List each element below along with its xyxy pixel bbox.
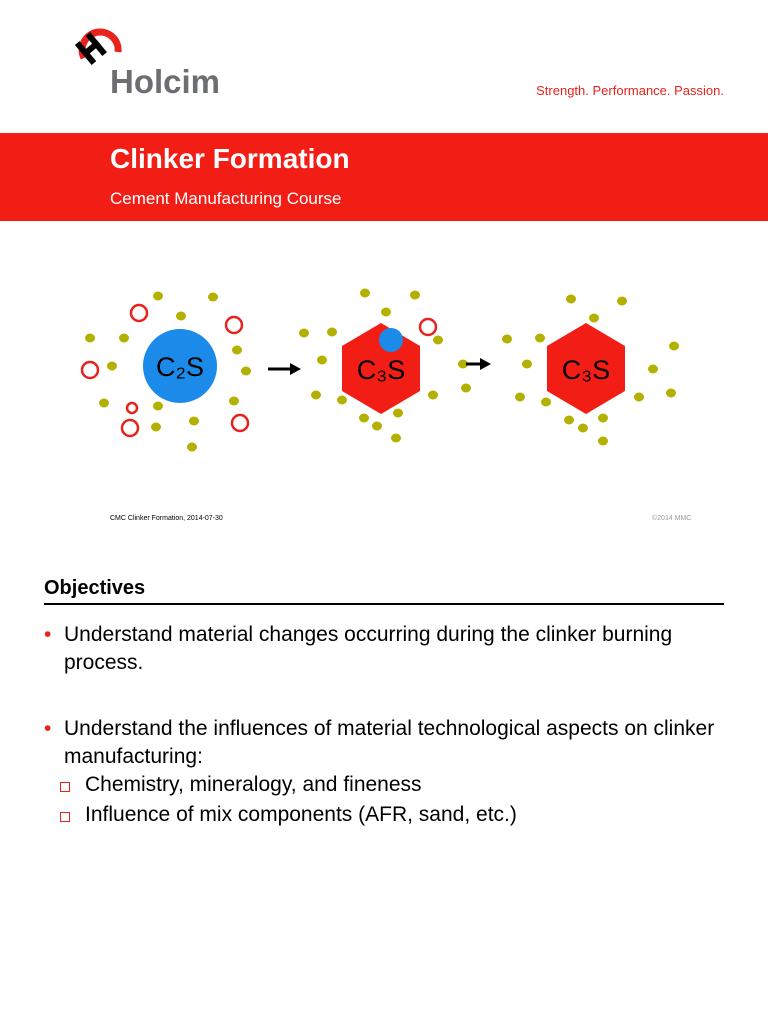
objectives-heading: Objectives bbox=[44, 577, 146, 599]
c2s-label: C₂S bbox=[156, 352, 204, 382]
stage-2-c3s: C₃S bbox=[299, 288, 471, 443]
clinker-formation-diagram: C₂S bbox=[80, 288, 679, 452]
tagline: Strength. Performance. Passion. bbox=[536, 83, 724, 98]
objective-sub-item-1: Chemistry, mineralogy, and fineness bbox=[60, 771, 422, 799]
sub-item-text: Chemistry, mineralogy, and fineness bbox=[85, 773, 422, 796]
c3s-label-stage-3: C₃S bbox=[562, 355, 611, 385]
holcim-logo-mark-icon bbox=[74, 28, 122, 65]
page-title: Clinker Formation bbox=[110, 143, 350, 174]
square-bullet-icon bbox=[60, 812, 70, 822]
logo-text: Holcim bbox=[110, 63, 221, 100]
diagram-copyright: ©2014 MMC bbox=[652, 515, 692, 522]
heading-divider bbox=[44, 603, 724, 605]
objective-sub-item-2: Influence of mix components (AFR, sand, … bbox=[60, 801, 517, 829]
objective-bullet-2: • Understand the influences of material … bbox=[44, 715, 734, 771]
arrow-2-icon bbox=[466, 358, 491, 370]
stage-2-particles bbox=[299, 288, 471, 443]
c2s-remnant-circle bbox=[379, 328, 403, 352]
stage-2-rings bbox=[418, 317, 438, 337]
c3s-hexagon-final bbox=[547, 323, 625, 414]
title-banner: Clinker Formation Cement Manufacturing C… bbox=[0, 133, 768, 221]
c2s-circle bbox=[143, 329, 217, 403]
page-subtitle: Cement Manufacturing Course bbox=[110, 189, 342, 208]
stage-1-particles bbox=[85, 291, 251, 452]
stage-1-c2s: C₂S bbox=[80, 291, 251, 452]
arrow-1-icon bbox=[268, 363, 301, 375]
stage-3-particles bbox=[502, 294, 679, 446]
c3s-label-stage-2: C₃S bbox=[357, 355, 406, 385]
objective-bullet-text: Understand the influences of material te… bbox=[64, 717, 715, 768]
objective-bullet-text: Understand material changes occurring du… bbox=[64, 623, 673, 674]
square-bullet-icon bbox=[60, 782, 70, 792]
objective-bullet-1: • Understand material changes occurring … bbox=[44, 621, 734, 677]
bullet-dot-icon: • bbox=[44, 717, 52, 740]
holcim-logo: Holcim bbox=[70, 28, 240, 103]
stage-1-rings bbox=[80, 303, 250, 438]
stage-3-c3s: C₃S bbox=[502, 294, 679, 446]
sub-item-text: Influence of mix components (AFR, sand, … bbox=[85, 803, 517, 826]
bullet-dot-icon: • bbox=[44, 623, 52, 646]
diagram-caption: CMC Clinker Formation, 2014-07-30 bbox=[110, 515, 223, 522]
